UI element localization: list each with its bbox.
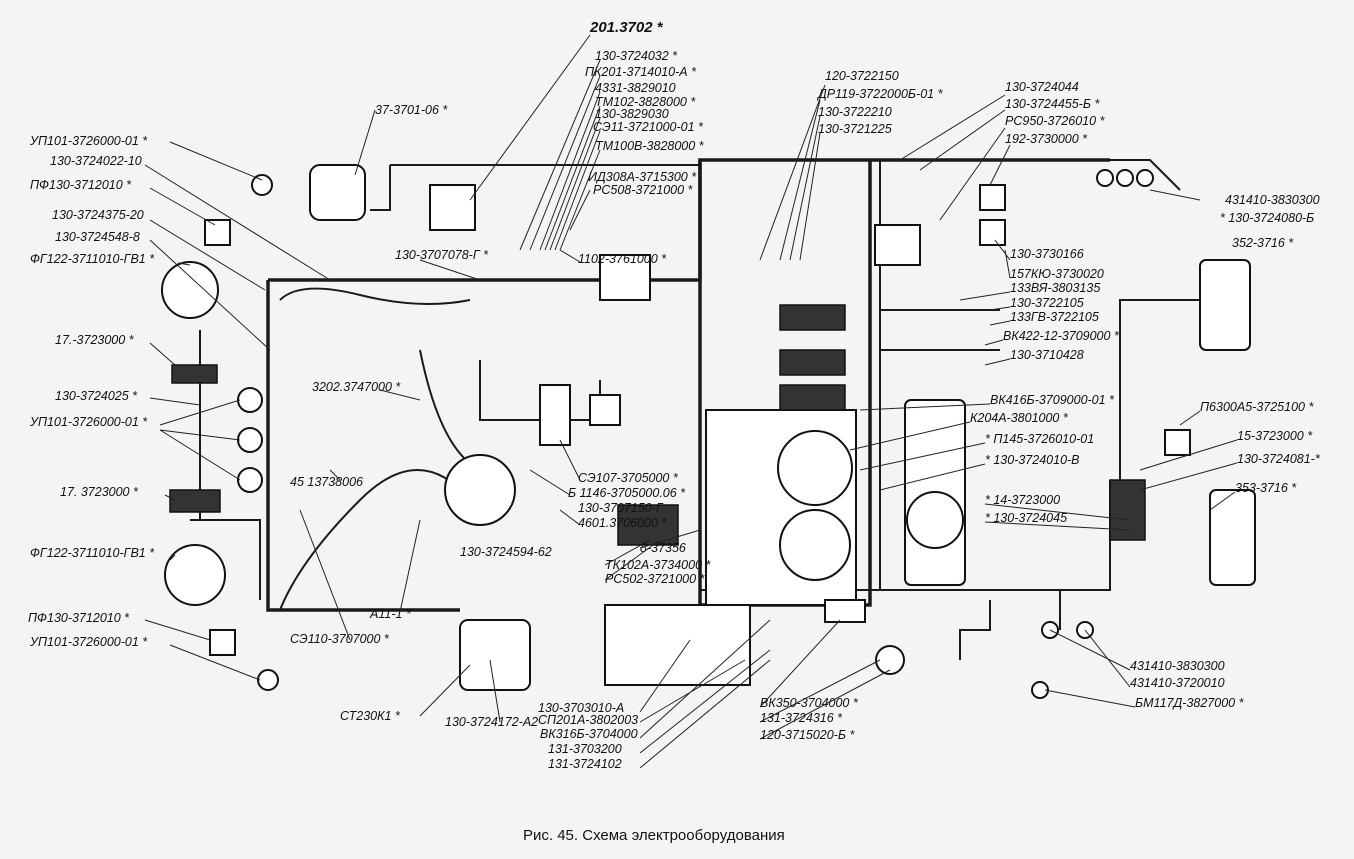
headlamp-bottom [164, 544, 226, 606]
label: 4601.3706000 * [578, 516, 667, 530]
label: П6300А5-3725100 * [1200, 400, 1314, 414]
label: * 130-3724045 [985, 511, 1067, 525]
label: 3202.3747000 * [312, 380, 401, 394]
terminal-block-bottom [169, 489, 221, 513]
label: 130-3724594-62 [460, 545, 552, 559]
label: 130-3724025 * [55, 389, 138, 403]
label: 130-3724081-* [1237, 452, 1321, 466]
label: 130-3829030 [595, 107, 669, 121]
label: 130-3724455-Б * [1005, 97, 1100, 111]
label: ТК102А-3734000 * [605, 558, 711, 572]
label: ПФ130-3712010 * [28, 611, 130, 625]
label: 120-3715020-Б * [760, 728, 855, 742]
label: 130-3710428 [1010, 348, 1084, 362]
label: 131-3703200 [548, 742, 622, 756]
label: ВК416Б-3709000-01 * [990, 393, 1115, 407]
label: 431410-3830300 [1225, 193, 1320, 207]
figure-caption: Рис. 45. Схема электрооборудования [523, 827, 785, 844]
label: 352-3716 * [1232, 236, 1294, 250]
distributor [444, 454, 516, 526]
label: 15-3723000 * [1237, 429, 1313, 443]
label: 120-3722150 [825, 69, 899, 83]
label: РС502-3721000 * [605, 572, 706, 586]
label: * 130-3724080-Б [1220, 211, 1314, 225]
label: СЭ110-3707000 * [290, 632, 390, 646]
label: 130-3722105 [1010, 296, 1084, 310]
gauge-cluster [779, 509, 851, 581]
label: 133ГВ-3722105 [1010, 310, 1099, 324]
label: 130-3722210 [818, 105, 892, 119]
label: ВК422-12-3709000 * [1003, 329, 1120, 343]
label: 130-3724022-10 [50, 154, 142, 168]
label: УП101-3726000-01 * [29, 134, 148, 148]
label: 192-3730000 * [1005, 132, 1088, 146]
label: ВК316Б-3704000 [540, 727, 638, 741]
label: 201.3702 * [589, 19, 664, 36]
label: 37-3701-06 * [375, 103, 448, 117]
label: ФГ122-3711010-ГВ1 * [30, 252, 155, 266]
label: 45 13738006 [290, 475, 363, 489]
label: 131-3724102 [548, 757, 622, 771]
label: СЭ107-3705000 * [578, 471, 679, 485]
label: ФГ122-3711010-ГВ1 * [30, 546, 155, 560]
label: 130-3724032 * [595, 49, 678, 63]
label: СП201А-3802003 [538, 713, 638, 727]
label: 353-3716 * [1235, 481, 1297, 495]
label: ПФ130-3712010 * [30, 178, 132, 192]
generator [309, 164, 366, 221]
label: 130-3721225 [818, 122, 892, 136]
component-labels: УП101-3726000-01 * 130-3724022-10 ПФ130-… [28, 19, 1321, 771]
label: 131-3724316 * [760, 711, 843, 725]
label: * П145-3726010-01 [985, 432, 1094, 446]
label: 130-3724172-А2 [445, 715, 538, 729]
label: СЭ11-3721000-01 * [593, 120, 704, 134]
label: 130-3707078-Г * [395, 248, 489, 262]
tail-lamp-top [1199, 259, 1251, 351]
label: 133ВЯ-3803135 [1010, 281, 1100, 295]
label: 130-3730166 [1010, 247, 1084, 261]
label: К204А-3801000 * [970, 411, 1069, 425]
label: ТМ100В-3828000 * [595, 139, 705, 153]
label: ТМ102-3828000 * [595, 95, 696, 109]
label: 130-3703010-А [538, 701, 624, 715]
label: 8-37356 [640, 541, 686, 555]
speedometer [777, 430, 853, 506]
ignition-module [617, 504, 679, 546]
headlamp-top [161, 261, 219, 319]
label: Б 1146-3705000.06 * [568, 486, 686, 500]
label: УП101-3726000-01 * [29, 635, 148, 649]
label: БМ117Д-3827000 * [1135, 696, 1245, 710]
label: * 14-3723000 [985, 493, 1060, 507]
label: 431410-3720010 [1130, 676, 1225, 690]
label: ДР119-3722000Б-01 * [816, 87, 944, 101]
label: РС950-3726010 * [1005, 114, 1106, 128]
label: 130-3724548-8 [55, 230, 140, 244]
terminal-block-top [171, 364, 218, 384]
tail-lamp-bottom [1209, 489, 1256, 586]
label: 130-3724375-20 [52, 208, 144, 222]
label: СТ230К1 * [340, 709, 401, 723]
label: 130-3707150-Г [578, 501, 664, 515]
voltage-regulator [429, 184, 476, 231]
label: ВК350-3704000 * [760, 696, 859, 710]
label: 431410-3830300 [1130, 659, 1225, 673]
battery [604, 604, 751, 686]
label: 17. 3723000 * [60, 485, 139, 499]
label: А11-1 * [369, 607, 412, 621]
label: 157КЮ-3730020 [1010, 267, 1104, 281]
label: * 130-3724010-В [985, 453, 1080, 467]
label: РС508-3721000 * [593, 183, 694, 197]
label: ПК201-3714010-А * [585, 65, 697, 79]
leader-lines [144, 34, 1238, 769]
label: 1102-3761000 * [578, 252, 667, 266]
label: 130-3724044 [1005, 80, 1079, 94]
components [161, 164, 1256, 699]
label: ИД308А-3715300 * [588, 170, 697, 184]
label: УП101-3726000-01 * [29, 415, 148, 429]
label: 17.-3723000 * [55, 333, 135, 347]
starter [459, 619, 531, 691]
label: 4331-3829010 [595, 81, 676, 95]
